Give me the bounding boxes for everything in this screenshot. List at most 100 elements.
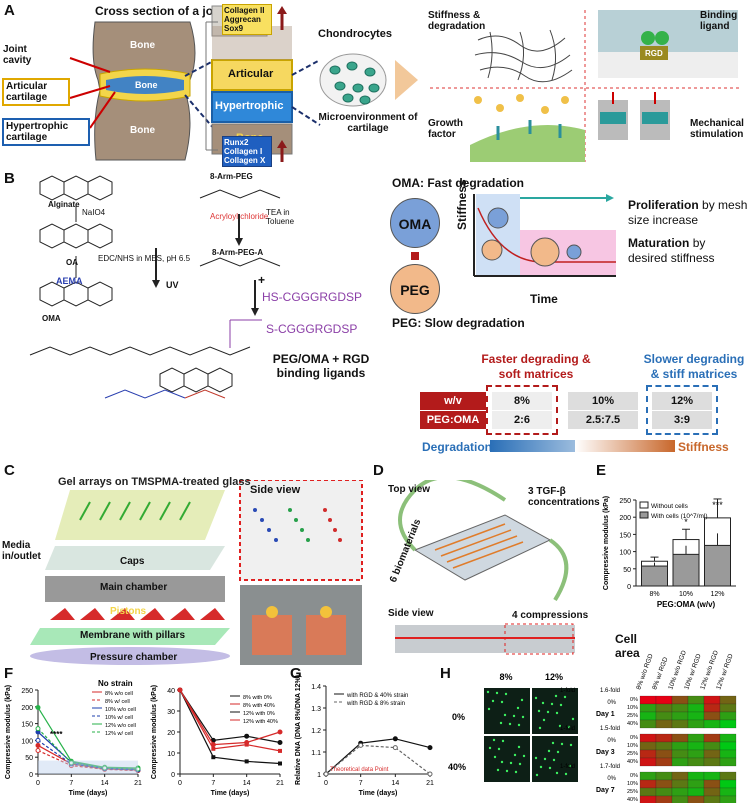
h-cell-dot [550,702,554,706]
h-heat-cell [719,719,737,729]
chartF2-xtick-label: 0 [178,780,182,787]
table-3-9: 3:9 [652,411,712,429]
proliferation-bold: Proliferation [628,198,699,212]
h-cell-dot [491,699,495,703]
h-heat-row-label: 25% [627,789,638,795]
h-heat-cell [671,741,689,751]
chartG-point [392,736,398,742]
peg-circle: PEG [390,264,440,314]
h-heat-cell [639,733,657,743]
e-bar-with-cells [641,565,668,587]
h-cell-dot [517,745,521,749]
oma-circle: OMA [390,198,440,248]
h-heat-cell [639,695,657,705]
e-legend-label: Without cells [651,503,689,510]
h-heat-row-label: 10% [627,743,638,749]
chartF1-legend-label: 8% w/o cell [105,691,133,697]
h-cell-dot [516,706,520,710]
table-2-6: 2:6 [492,411,552,429]
faster-box [486,385,558,435]
e-legend-swatch [639,501,649,509]
f1-zoom-region [38,760,138,774]
h-heat-cell [703,749,721,759]
h-row-label: 0% [452,712,465,722]
table-12pct: 12% [652,392,712,410]
chartF2-legend-label: 12% with 40% [243,719,278,725]
table-8pct: 8% [492,392,552,410]
h-cell-dot [537,709,541,713]
h-heat-cell [703,787,721,797]
stiffness-gradient [575,440,675,452]
h-heat-cell [703,771,721,781]
chartF2-series-line [179,689,281,765]
h-heat-cell [719,779,737,789]
h-cell-dot [535,773,539,777]
h-heat-cell [639,719,657,729]
e-ylabel: Compressive modulus (kPa) [603,496,610,590]
markers-top: Collagen II Aggrecan Sox9 [222,4,272,35]
h-row-tick: 0% [607,738,616,744]
h-heat-cell [719,787,737,797]
chartG-point [323,771,329,777]
chartG-ytick-label: 1.2 [311,728,321,735]
h-cell-dot [551,741,555,745]
pistons-label: Pistons [110,606,147,617]
h-cell-dot [522,754,526,758]
e-ytick-label: 200 [619,515,631,522]
h-day-label: Day 7 [596,787,615,794]
stiffness-time-diagram [473,194,616,277]
panel-label-c: C [4,462,15,479]
h-heat-cell [655,733,673,743]
h-heat-cell [655,719,673,729]
table-2-5: 2.5:7.5 [568,411,638,429]
h-heat-row-label: 10% [627,781,638,787]
e-ytick-label: 100 [619,550,631,557]
panel-label-e: E [596,462,607,479]
h-cell-dot [514,770,518,774]
chartG-ytick-label: 1.3 [311,706,321,713]
side-view-c-label: Side view [250,484,301,496]
chartF1-xtick-label: 0 [36,780,40,787]
h-heat-cell [639,703,657,713]
plus-sign: + [258,273,266,287]
h-heat-cell [671,695,689,705]
chartG-series-line [325,744,431,775]
h-heat-row-label: 0% [630,697,638,703]
h-heat-cell [687,779,705,789]
chartF2-ytick-label: 0 [171,772,175,779]
chartG-point [358,742,364,748]
h-heat-cell [687,695,705,705]
panel-label-h: H [440,665,451,682]
table-10pct: 10% [568,392,638,410]
chartG-ylabel: Relative DNA (DNA 8%/DNA 12%) [295,675,302,785]
maturation-text: Maturation by desired stiffness [628,236,748,266]
chartF2-point [277,740,283,745]
h-cell-dot [569,743,573,747]
h-cell-dot [568,764,572,768]
h-heat-cell [671,711,689,721]
chartF1-ytick-label: 150 [21,722,33,729]
h-heat-cell [719,771,737,781]
h-heat-cell [687,711,705,721]
h-heat-cell [719,741,737,751]
e-legend-swatch [639,511,649,519]
cell-area-label: Cell area [615,632,640,660]
e-category-label: 12% [710,591,724,598]
h-cell-dot [497,747,501,751]
chartF1-legend-label: 12% w/o cell [105,723,136,729]
chartF2-xtick-label: 21 [276,780,284,787]
proliferation-text: Proliferation by mesh size increase [628,198,748,228]
maturation-bold: Maturation [628,236,690,250]
h-heat-cell [703,757,721,767]
stiffness-axis-label: Stiffness [455,179,469,230]
chartF1-series-line [37,707,139,769]
panel-label-g: G [290,665,302,682]
chartG-xtick-label: 21 [426,780,434,787]
media-label: Media in/outlet [2,540,41,562]
h-heat-cell [671,757,689,767]
h-scale-max: 1.5-fold [600,726,620,732]
h-heat-cell [719,795,737,803]
chartF2-xtick-label: 14 [243,780,251,787]
